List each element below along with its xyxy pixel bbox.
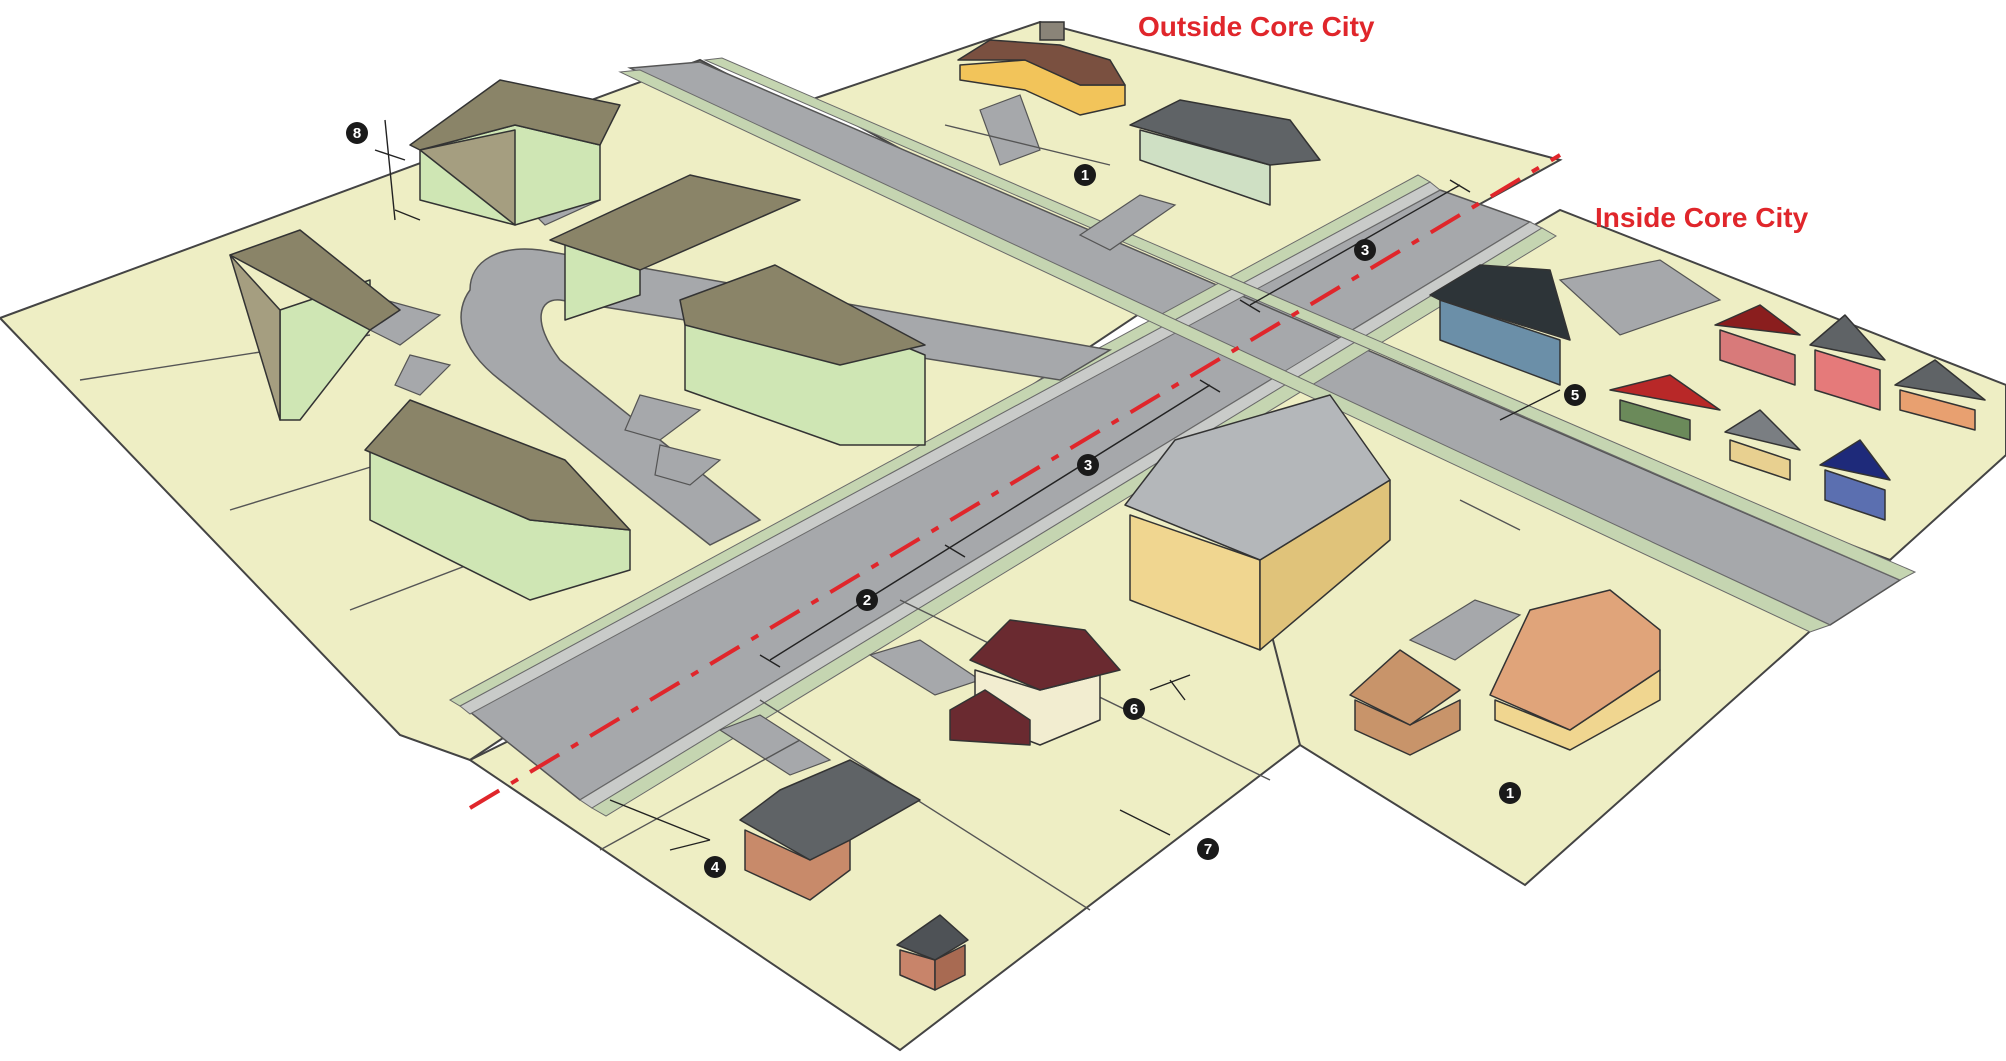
svg-text:3: 3	[1361, 242, 1369, 259]
duplex-middle	[549, 174, 801, 321]
driveway-8	[718, 714, 832, 776]
label-outside-core-city: Outside Core City	[1138, 11, 1375, 42]
driveway-7	[1078, 194, 1177, 251]
house-maroon	[949, 619, 1121, 746]
svg-text:6: 6	[1130, 701, 1138, 718]
roads	[448, 57, 1917, 817]
svg-text:3: 3	[1084, 457, 1092, 474]
svg-text:5: 5	[1571, 387, 1579, 404]
marker-3-upper: 3	[1354, 239, 1376, 261]
svg-text:4: 4	[711, 859, 720, 876]
house-southwest	[364, 399, 631, 601]
svg-text:2: 2	[863, 592, 871, 609]
verge-cross-west	[618, 69, 1832, 633]
marker-8: 8	[346, 122, 368, 144]
driveway-11	[1408, 599, 1522, 661]
cul-de-sac	[460, 248, 1113, 546]
house-tan-large	[1489, 589, 1661, 751]
buildings	[229, 21, 1986, 991]
house-outside-core-orange	[957, 21, 1126, 116]
driveway-3	[624, 394, 702, 441]
verge-cross-east	[703, 57, 1917, 581]
parking-lot	[1558, 259, 1722, 336]
duplex-center	[679, 264, 926, 446]
core-city-boundary-line	[468, 153, 1562, 810]
svg-text:1: 1	[1506, 785, 1514, 802]
label-inside-core-city: Inside Core City	[1595, 202, 1809, 233]
marker-5: 5	[1564, 384, 1586, 406]
house-northwest-left	[229, 229, 401, 421]
svg-text:7: 7	[1204, 841, 1212, 858]
house-outside-core-gray	[1129, 99, 1321, 206]
house-brown-gray	[739, 759, 921, 901]
marker-1-outside: 1	[1074, 164, 1096, 186]
marker-7: 7	[1197, 838, 1219, 860]
duplex-northwest-top	[409, 79, 621, 226]
townhouse-yellow	[1124, 394, 1391, 651]
verge-main-south	[591, 227, 1557, 817]
marker-2: 2	[856, 589, 878, 611]
marker-6: 6	[1123, 698, 1145, 720]
marker-1-inside: 1	[1499, 782, 1521, 804]
number-markers: 1 1 2 3 3 4 5 6	[346, 122, 1586, 878]
driveway-2	[394, 354, 452, 396]
svg-text:8: 8	[353, 125, 361, 142]
marker-4: 4	[704, 856, 726, 878]
marker-3-lower: 3	[1077, 454, 1099, 476]
shed-bottom	[896, 914, 969, 991]
svg-text:1: 1	[1081, 167, 1089, 184]
driveway-4	[654, 444, 722, 486]
house-row-right	[1609, 304, 1986, 521]
driveway-6	[979, 94, 1041, 166]
house-inside-core-blue	[1429, 264, 1571, 386]
dimension-ticks	[374, 119, 1561, 851]
garage-tan	[1349, 649, 1461, 756]
